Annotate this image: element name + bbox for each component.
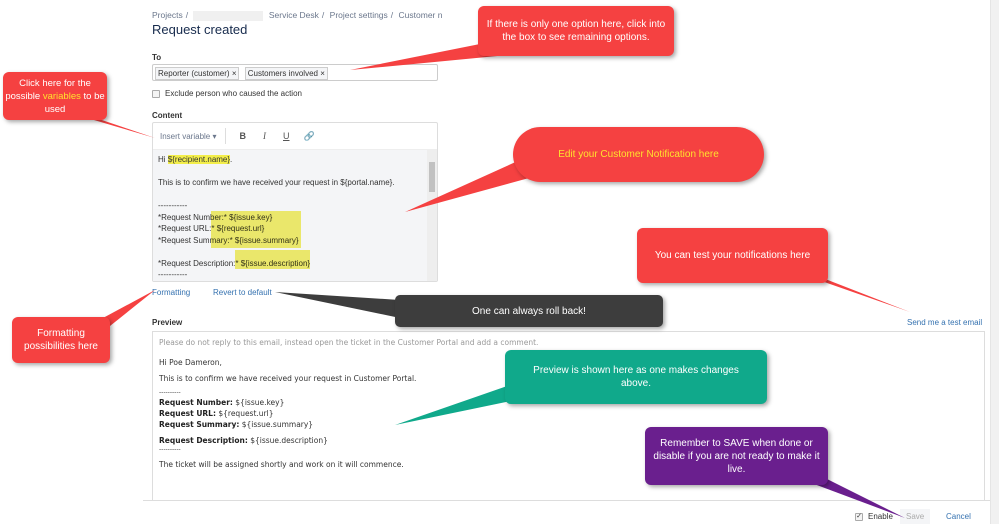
callout-preview: Preview is shown here as one makes chang… xyxy=(505,350,767,404)
content-line: Hi xyxy=(158,155,168,164)
recipients-input[interactable]: Reporter (customer) × Customers involved… xyxy=(152,64,438,81)
tag-label: Reporter (customer) xyxy=(158,69,230,78)
preview-field: Request Number: ${issue.key} xyxy=(159,398,285,407)
preview-greeting: Hi Poe Dameron, xyxy=(159,358,222,367)
callout-save: Remember to SAVE when done or disable if… xyxy=(645,427,828,485)
bold-icon[interactable]: B xyxy=(239,131,247,141)
content-line: . xyxy=(230,155,233,164)
content-editor: Insert variable ▾ B I U 🔗 Hi ${recipient… xyxy=(152,122,438,282)
exclude-checkbox-row[interactable]: Exclude person who caused the action xyxy=(152,89,302,98)
preview-notice: Please do not reply to this email, inste… xyxy=(159,338,539,347)
page-scrollbar[interactable] xyxy=(990,0,999,524)
to-label: To xyxy=(152,53,162,62)
preview-dashes: ---------- xyxy=(159,446,181,453)
page-title: Request created xyxy=(152,22,248,37)
callout-formatting: Formatting possibilities here xyxy=(12,317,110,363)
tail-rollback xyxy=(275,292,400,318)
content-line: *Request Description:* ${issue.descripti… xyxy=(158,258,310,268)
breadcrumb: Projects/ Service Desk/ Project settings… xyxy=(152,10,445,21)
exclude-label: Exclude person who caused the action xyxy=(165,89,302,98)
content-line: ----------- xyxy=(158,270,188,279)
preview-field: Request Description: ${issue.description… xyxy=(159,436,328,445)
cancel-button[interactable]: Cancel xyxy=(946,512,971,521)
recipient-tag[interactable]: Customers involved × xyxy=(244,67,328,80)
editor-toolbar: Insert variable ▾ B I U 🔗 xyxy=(153,123,437,150)
content-line: ----------- xyxy=(158,201,188,210)
tail-preview xyxy=(395,385,540,425)
formatting-link[interactable]: Formatting xyxy=(152,288,191,297)
content-label: Content xyxy=(152,111,183,120)
highlight xyxy=(211,211,301,248)
tail-edit xyxy=(405,160,540,212)
breadcrumb-customer-notifications[interactable]: Customer n xyxy=(398,10,443,20)
redacted-project-name xyxy=(193,10,264,21)
divider xyxy=(224,128,226,144)
callout-variables: Click here for the possible variables to… xyxy=(3,72,107,120)
breadcrumb-projects[interactable]: Projects xyxy=(152,10,183,20)
footer-bar: ✓ Enable Save Cancel xyxy=(143,500,990,524)
insert-variable-label: Insert variable xyxy=(160,131,211,141)
preview-label: Preview xyxy=(152,318,183,327)
chevron-down-icon: ▾ xyxy=(212,131,217,141)
italic-icon[interactable]: I xyxy=(263,131,266,141)
callout-options: If there is only one option here, click … xyxy=(478,6,674,56)
breadcrumb-separator: / xyxy=(390,10,394,20)
link-icon[interactable]: 🔗 xyxy=(303,130,315,141)
preview-panel: Please do not reply to this email, inste… xyxy=(152,331,985,501)
callout-test: You can test your notifications here xyxy=(637,228,828,283)
editor-scrollbar[interactable] xyxy=(427,150,437,281)
breadcrumb-service-desk[interactable]: Service Desk xyxy=(268,10,319,20)
breadcrumb-separator: / xyxy=(321,10,325,20)
content-line: This is to confirm we have received your… xyxy=(158,178,395,187)
highlight xyxy=(235,250,310,269)
preview-field: Request Summary: ${issue.summary} xyxy=(159,420,314,429)
insert-variable-dropdown[interactable]: Insert variable ▾ xyxy=(160,132,217,141)
variable-highlight: ${recipient.name} xyxy=(167,155,231,164)
callout-rollback: One can always roll back! xyxy=(395,295,663,327)
tail-save xyxy=(790,475,905,518)
underline-icon[interactable]: U xyxy=(283,131,290,141)
callout-edit: Edit your Customer Notification here xyxy=(513,127,764,182)
save-button[interactable]: Save xyxy=(900,509,931,524)
revert-to-default-link[interactable]: Revert to default xyxy=(213,288,272,297)
tag-label: Customers involved xyxy=(247,69,318,78)
remove-icon[interactable]: × xyxy=(320,69,325,78)
preview-closing: The ticket will be assigned shortly and … xyxy=(159,460,404,469)
exclude-checkbox[interactable] xyxy=(152,89,160,98)
send-test-email-link[interactable]: Send me a test email xyxy=(907,318,983,327)
remove-icon[interactable]: × xyxy=(231,69,237,78)
breadcrumb-project-settings[interactable]: Project settings xyxy=(329,10,388,20)
preview-dashes: ---------- xyxy=(159,389,181,396)
enable-label: Enable xyxy=(868,512,893,521)
preview-field: Request URL: ${request.url} xyxy=(159,409,274,418)
preview-confirm: This is to confirm we have received your… xyxy=(159,374,417,383)
enable-checkbox[interactable]: ✓ xyxy=(855,512,863,521)
enable-toggle[interactable]: ✓ Enable xyxy=(855,512,893,521)
recipient-tag[interactable]: Reporter (customer) × xyxy=(155,67,240,80)
breadcrumb-separator: / xyxy=(185,10,189,20)
